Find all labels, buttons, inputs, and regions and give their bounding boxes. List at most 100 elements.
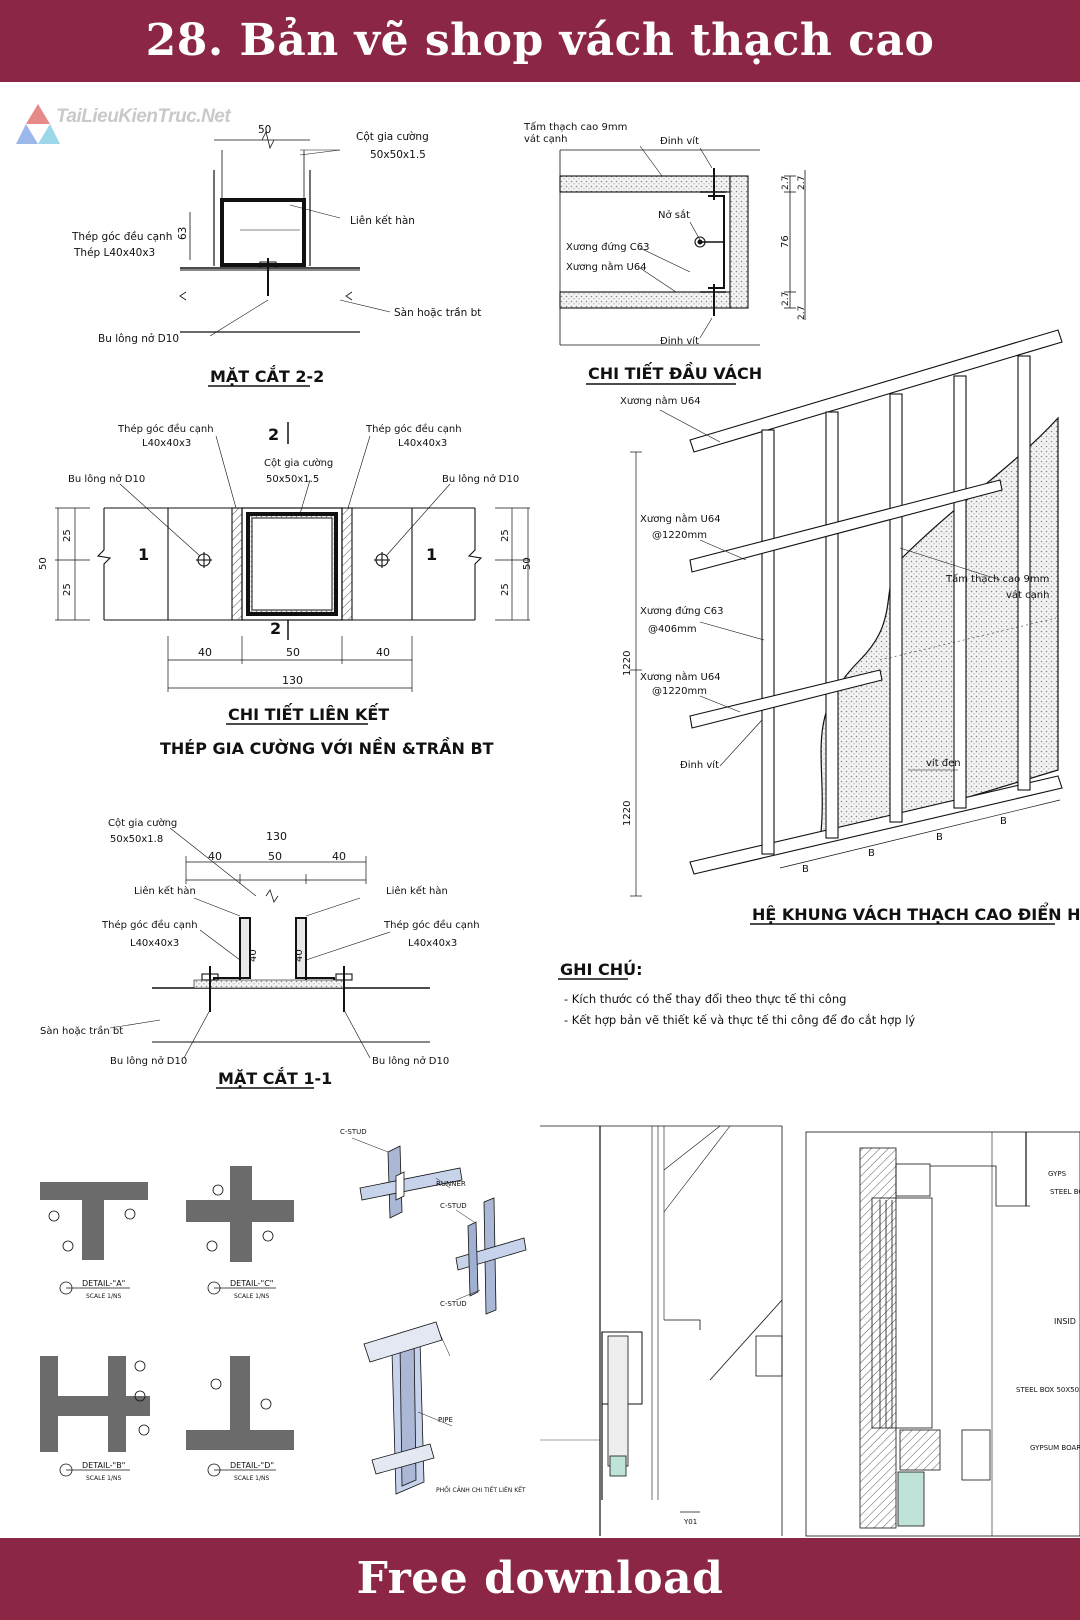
lk-mark-1-right: 1 xyxy=(426,545,437,564)
wall-end-detail xyxy=(559,145,806,346)
s11-cot-size: 50x50x1.8 xyxy=(110,834,163,845)
lk-bulong-right: Bu lông nở D10 xyxy=(442,473,519,485)
sr-steelbo: STEEL BO xyxy=(1050,1188,1080,1196)
lk-thep-left: Thép góc đều cạnh xyxy=(117,423,214,435)
lk-cot-size: 50x50x1.5 xyxy=(266,474,319,485)
detail-a-label: DETAIL-"A" xyxy=(82,1279,125,1288)
hk-title: HỆ KHUNG VÁCH THẠCH CAO ĐIỂN HÌNH xyxy=(752,902,1080,924)
page-title: 28. Bản vẽ shop vách thạch cao xyxy=(145,15,935,66)
sr-inside: INSID xyxy=(1054,1317,1076,1326)
stud-pipe: PIPE xyxy=(438,1416,453,1424)
lk-thep-size-right: L40x40x3 xyxy=(398,438,447,449)
hk-h1220-top: 1220 xyxy=(622,651,633,676)
lk-d50-right: 50 xyxy=(522,557,533,570)
dv-dinhvit-top: Đinh vít xyxy=(660,135,699,147)
s11-lienket-right: Liên kết hàn xyxy=(386,885,448,897)
footer-banner: Free download xyxy=(0,1538,1080,1620)
lk-title-2: THÉP GIA CƯỜNG VỚI NỀN &TRẦN BT xyxy=(160,737,494,758)
dv-d4: 2.7 xyxy=(781,292,791,306)
logo-text: TaiLieuKienTruc.Net xyxy=(56,106,231,127)
detail-b-scale: SCALE 1/NS xyxy=(86,1475,121,1482)
gc-title: GHI CHÚ: xyxy=(560,960,643,979)
sr-tag: Y01 xyxy=(683,1518,697,1526)
s22-thep-label: Thép góc đều cạnh xyxy=(71,231,172,243)
stud-cstud-1: C-STUD xyxy=(340,1128,367,1136)
dv-d3: 76 xyxy=(780,235,791,248)
hk-vat: vát cạnh xyxy=(1006,589,1049,601)
sr-steelbox: STEEL BOX 50X50X1.8 xyxy=(1016,1386,1080,1394)
stud-phoicanh: PHỐI CẢNH CHI TIẾT LIÊN KẾT xyxy=(436,1486,526,1494)
watermark-logo: TaiLieuKienTruc.Net xyxy=(16,102,256,158)
details-a-d xyxy=(40,1166,294,1477)
s11-thep-size-right: L40x40x3 xyxy=(408,938,457,949)
s22-lienket: Liên kết hàn xyxy=(350,215,415,227)
dv-dinhvit-bottom: Đinh vít xyxy=(660,335,699,347)
lk-thep-right: Thép góc đều cạnh xyxy=(365,423,462,435)
hk-xnam-low: Xương nằm U64 xyxy=(640,670,721,683)
hk-h1220-bottom: 1220 xyxy=(622,801,633,826)
dv-vat: vát cạnh xyxy=(524,133,567,145)
dv-xnam: Xương nằm U64 xyxy=(566,260,647,273)
sr-gyps: GYPS xyxy=(1048,1170,1067,1178)
connection-detail xyxy=(55,422,530,692)
hk-xnam-mid: Xương nằm U64 xyxy=(640,512,721,525)
hk-b1: B xyxy=(802,864,809,875)
hk-b2: B xyxy=(868,848,875,859)
s11-thep-left: Thép góc đều cạnh xyxy=(101,919,198,931)
lk-d25-right-b: 25 xyxy=(500,583,511,596)
hk-xdung-sp: @406mm xyxy=(648,624,697,635)
lk-thep-size-left: L40x40x3 xyxy=(142,438,191,449)
s11-d40-right: 40 xyxy=(332,850,346,863)
s11-san: Sàn hoặc trần bt xyxy=(40,1025,123,1037)
detail-c-label: DETAIL-"C" xyxy=(230,1279,273,1288)
lk-d25-left-a: 25 xyxy=(62,529,73,542)
s11-d40-vert-left: 40 xyxy=(248,949,259,962)
header-banner: 28. Bản vẽ shop vách thạch cao xyxy=(0,0,1080,82)
dv-title: CHI TIẾT ĐẦU VÁCH xyxy=(588,362,762,383)
s11-d40-left: 40 xyxy=(208,850,222,863)
section-1-1 xyxy=(109,827,430,1059)
s22-san: Sàn hoặc trần bt xyxy=(394,307,481,319)
lk-cot: Cột gia cường xyxy=(264,457,333,469)
dv-d2: 2.7 xyxy=(797,176,807,190)
section-2-2 xyxy=(179,130,391,337)
stud-cstud-3: C-STUD xyxy=(440,1300,467,1308)
lk-d40-right: 40 xyxy=(376,646,390,659)
gc-line2: - Kết hợp bản vẽ thiết kế và thực tế thi… xyxy=(564,1013,915,1027)
hk-b3: B xyxy=(936,832,943,843)
s11-title: MẶT CẮT 1-1 xyxy=(218,1067,332,1088)
section-drawings-right xyxy=(540,1125,1080,1537)
drawing-canvas: 50 63 Cột gia cường 50x50x1.5 Thép góc đ… xyxy=(38,121,1080,1537)
hk-xnam-low-sp: @1220mm xyxy=(652,686,707,697)
s11-d50: 50 xyxy=(268,850,282,863)
s11-d40-vert-right: 40 xyxy=(294,949,305,962)
gc-line1: - Kích thước có thể thay đổi theo thực t… xyxy=(564,992,846,1006)
s11-lienket-left: Liên kết hàn xyxy=(134,885,196,897)
hk-xnam-top: Xương nằm U64 xyxy=(620,394,701,407)
s11-bulong-left: Bu lông nở D10 xyxy=(110,1055,187,1067)
hk-dinhvit: Đinh vít xyxy=(680,759,719,771)
stud-runner: RUNNER xyxy=(436,1180,466,1188)
lk-d40-left: 40 xyxy=(198,646,212,659)
s22-title: MẶT CẮT 2-2 xyxy=(210,365,324,386)
detail-d-scale: SCALE 1/NS xyxy=(234,1475,269,1482)
dv-tam: Tấm thạch cao 9mm xyxy=(523,121,627,133)
hk-vitden: vít đen xyxy=(926,757,961,769)
stud-3d-details xyxy=(351,1137,527,1495)
s22-thep-size: Thép L40x40x3 xyxy=(73,247,155,259)
lk-d50-left: 50 xyxy=(38,557,49,570)
lk-d25-left-b: 25 xyxy=(62,583,73,596)
s11-thep-right: Thép góc đều cạnh xyxy=(383,919,480,931)
s22-cot-label: Cột gia cường xyxy=(356,131,429,143)
hk-xdung: Xương đứng C63 xyxy=(640,605,723,617)
dv-d1: 2.7 xyxy=(781,176,791,190)
detail-a-scale: SCALE 1/NS xyxy=(86,1293,121,1300)
hk-tam: Tấm thạch cao 9mm xyxy=(945,573,1049,585)
s11-thep-size-left: L40x40x3 xyxy=(130,938,179,949)
s22-dim-top: 50 xyxy=(258,124,271,136)
dv-nosat: Nở sắt xyxy=(658,208,690,221)
logo-icon xyxy=(16,104,60,144)
dv-d5: 2.7 xyxy=(797,306,807,320)
lk-title-1: CHI TIẾT LIÊN KẾT xyxy=(228,703,389,724)
s11-cot: Cột gia cường xyxy=(108,817,177,829)
